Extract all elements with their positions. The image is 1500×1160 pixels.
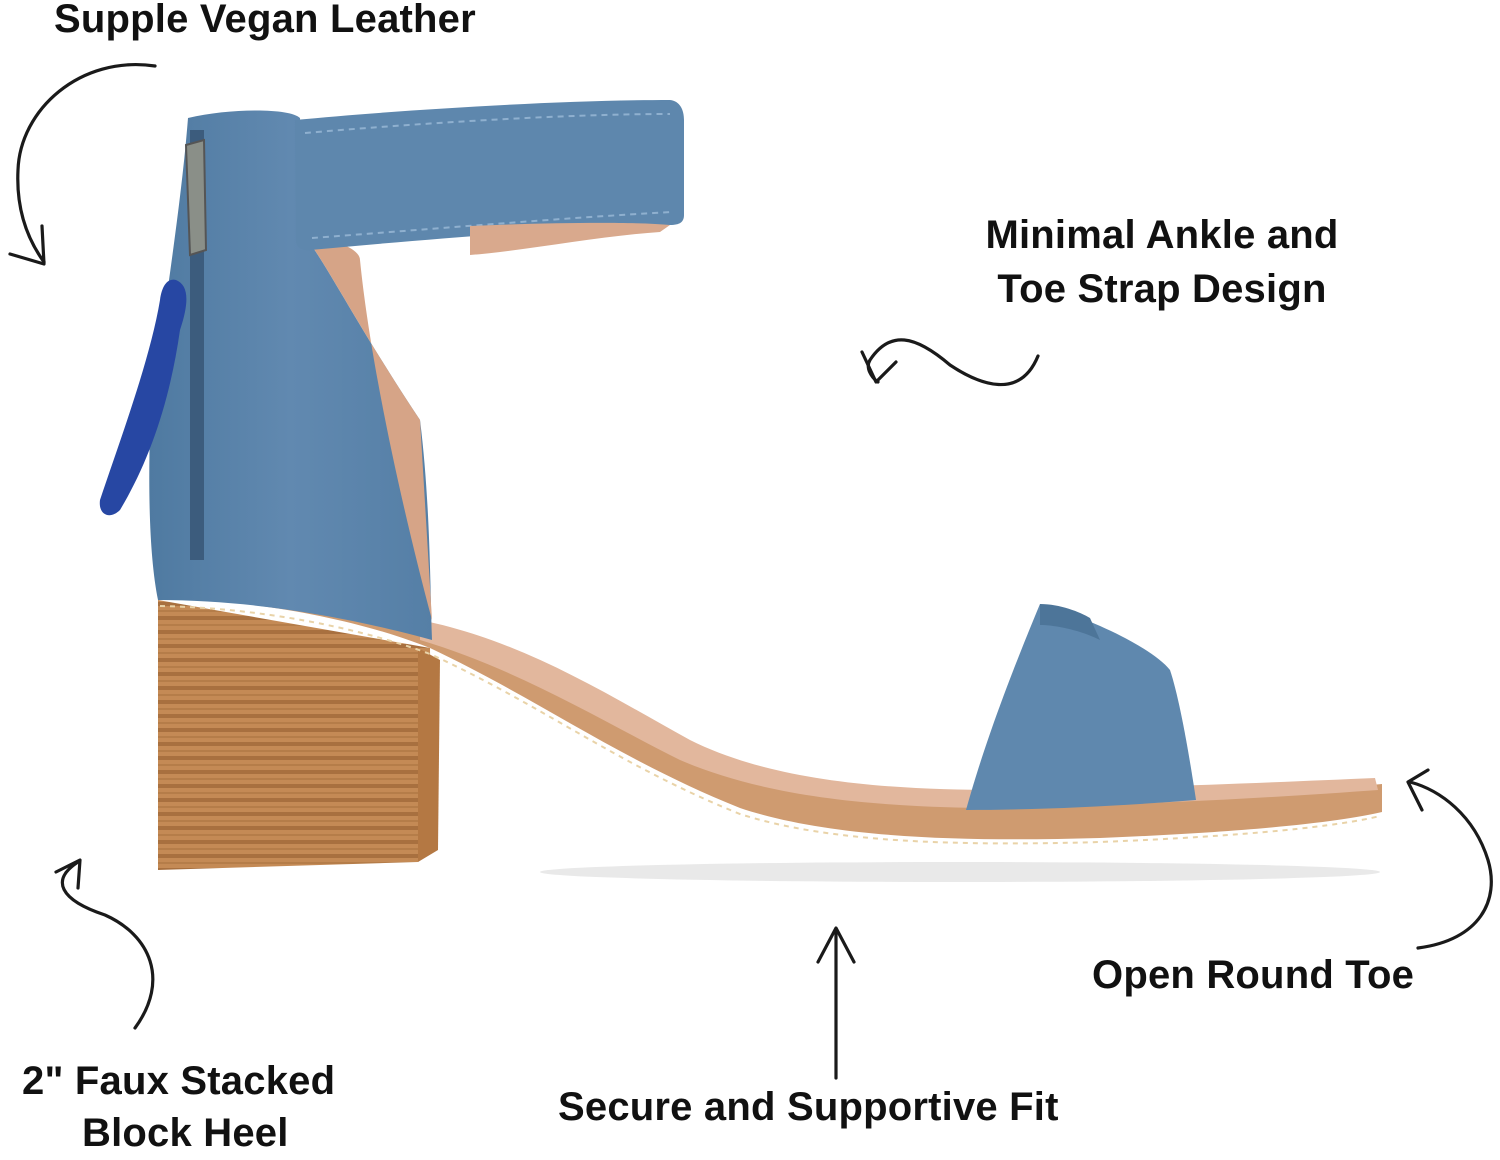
sole-stitching	[159, 605, 1381, 845]
sole-shadow	[540, 862, 1380, 882]
heel-side	[418, 648, 440, 862]
toe-strap	[966, 604, 1196, 810]
zipper-pull	[99, 279, 187, 516]
insole	[420, 620, 1378, 808]
ankle-strap-stitch	[304, 113, 673, 239]
label-heel-line2: Block Heel	[82, 1111, 289, 1155]
label-secure-fit: Secure and Supportive Fit	[558, 1085, 1059, 1129]
heel-lining	[305, 236, 432, 620]
outsole	[158, 597, 1382, 840]
label-vegan-leather: Supple Vegan Leather	[54, 0, 476, 41]
label-open-round-toe: Open Round Toe	[1092, 953, 1415, 997]
toe-strap-front	[1040, 604, 1100, 640]
block-heel	[158, 600, 432, 870]
arrow-ankle-toe	[860, 338, 1040, 387]
arrow-secure-fit	[816, 926, 856, 1080]
arrow-vegan-leather	[8, 63, 157, 266]
arrow-open-round-toe	[1406, 768, 1493, 950]
label-ankle-toe-line2: Toe Strap Design	[997, 267, 1327, 311]
ankle-strap-lining	[470, 222, 670, 255]
ankle-strap	[295, 100, 684, 251]
arrow-heel	[54, 858, 155, 1030]
zipper-slider	[184, 138, 208, 257]
label-ankle-toe-line1: Minimal Ankle and	[985, 213, 1339, 257]
heel-counter	[149, 110, 433, 640]
label-heel-line1: 2" Faux Stacked	[22, 1059, 336, 1103]
